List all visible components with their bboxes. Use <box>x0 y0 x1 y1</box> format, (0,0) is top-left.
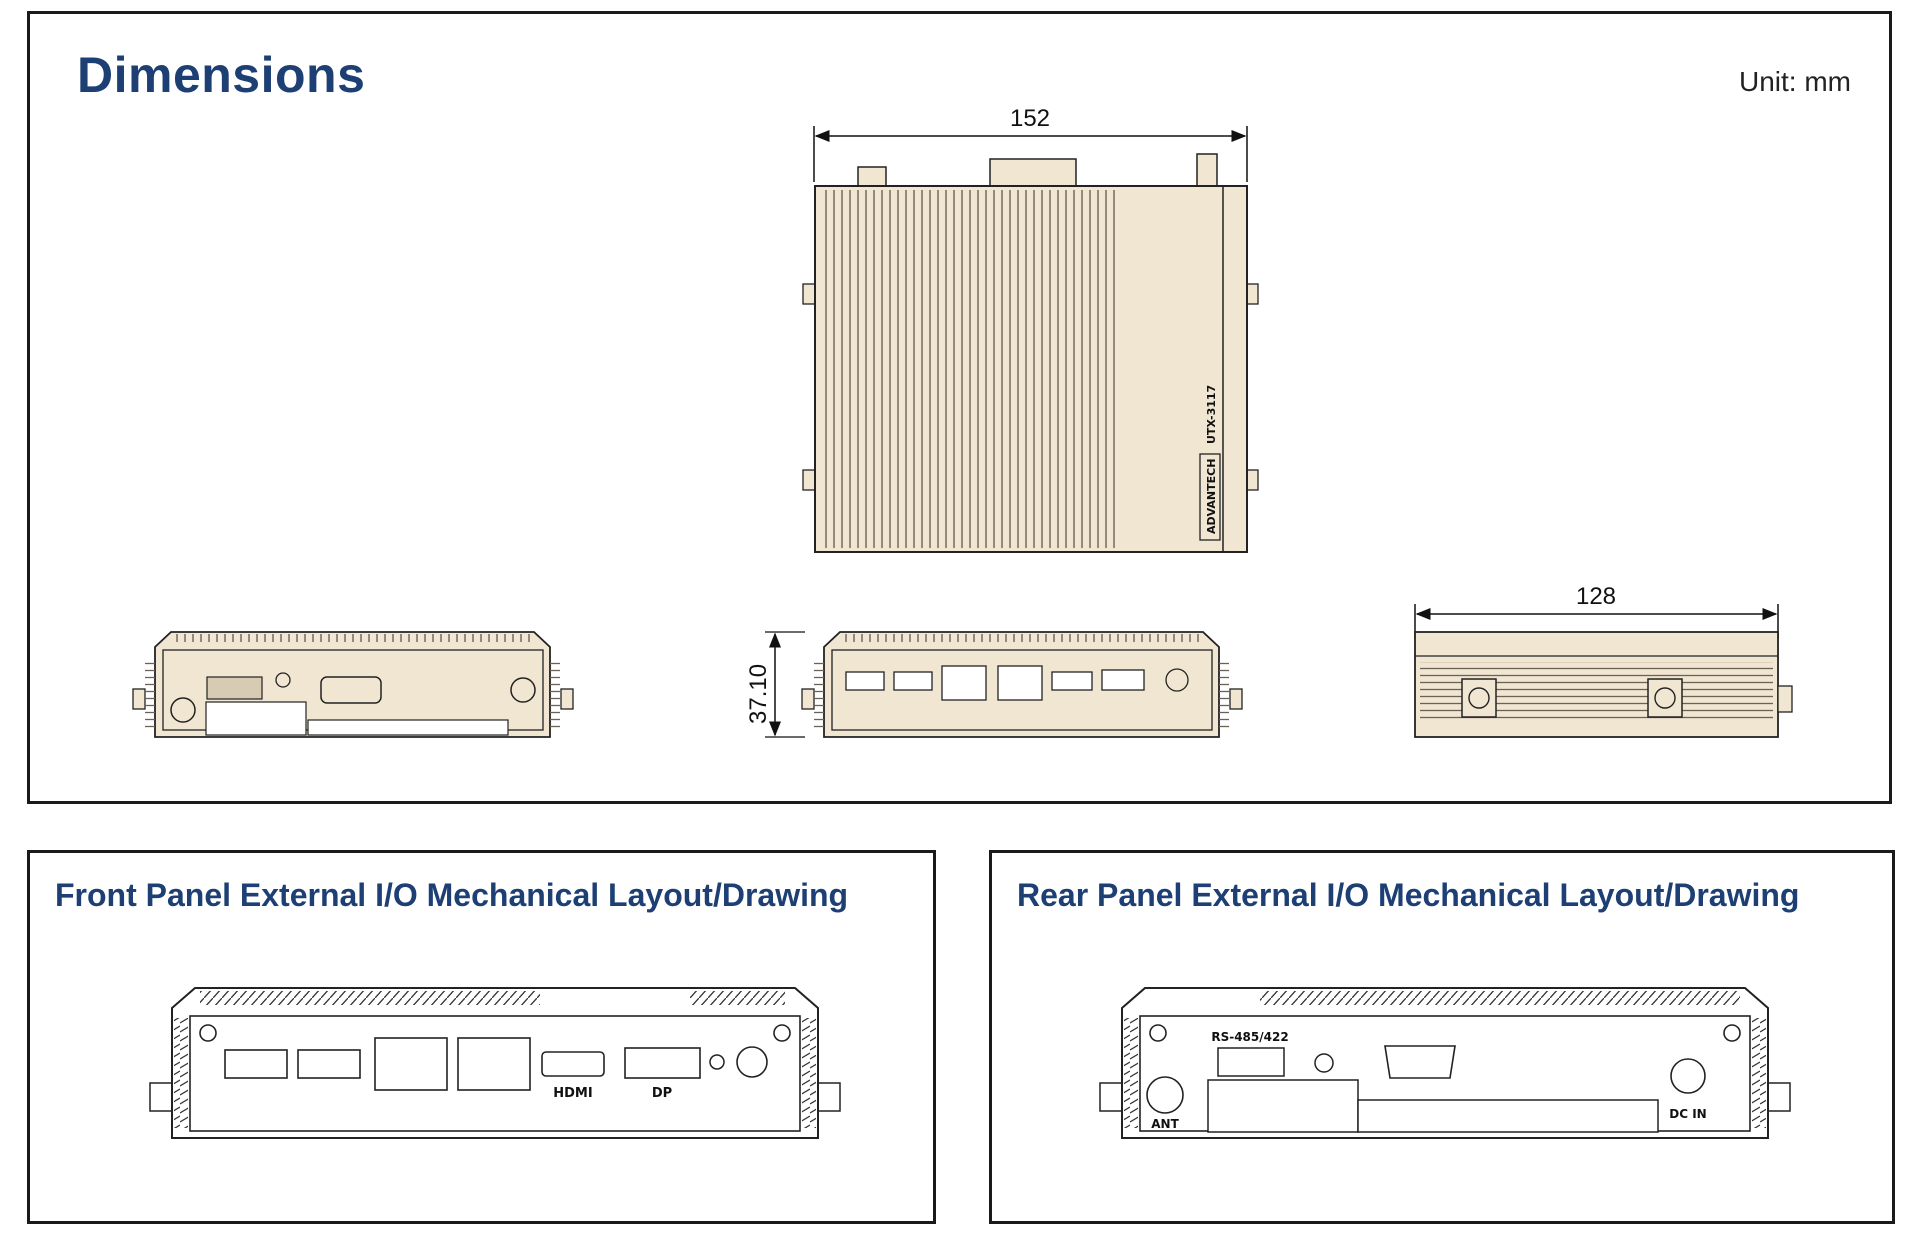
top-width-label: 152 <box>1010 105 1050 132</box>
front-panel-title: Front Panel External I/O Mechanical Layo… <box>55 877 849 913</box>
rear-panel-box: Rear Panel External I/O Mechanical Layou… <box>989 850 1895 1224</box>
dp-label: DP <box>652 1086 672 1101</box>
front-panel-box: Front Panel External I/O Mechanical Layo… <box>27 850 936 1224</box>
rs485-label: RS-485/422 <box>1211 1030 1288 1044</box>
side-width-label: 128 <box>1576 583 1616 610</box>
ant-label: ANT <box>1151 1117 1179 1131</box>
top-view: 152 ADVANTECH UTX-3117 <box>802 105 1259 553</box>
dimensions-drawing: 152 ADVANTECH UTX-3117 <box>132 105 1793 738</box>
side-view: 128 <box>1414 583 1793 738</box>
dimensions-title: Dimensions <box>77 47 366 103</box>
rear-panel-title: Rear Panel External I/O Mechanical Layou… <box>1017 877 1800 913</box>
dimensions-panel: Dimensions Unit: mm 152 <box>27 11 1892 804</box>
rear-view-small <box>132 631 574 738</box>
hdmi-label: HDMI <box>553 1086 592 1101</box>
brand-label: ADVANTECH <box>1205 459 1218 534</box>
front-panel-drawing: HDMI DP <box>149 987 841 1139</box>
height-label: 37.10 <box>745 664 772 724</box>
dcin-label: DC IN <box>1669 1107 1706 1121</box>
rear-panel-drawing: ANT RS-485/422 DC IN <box>1099 987 1791 1139</box>
front-view-small <box>801 631 1243 738</box>
unit-label: Unit: mm <box>1739 66 1851 97</box>
model-label: UTX-3117 <box>1205 385 1218 444</box>
